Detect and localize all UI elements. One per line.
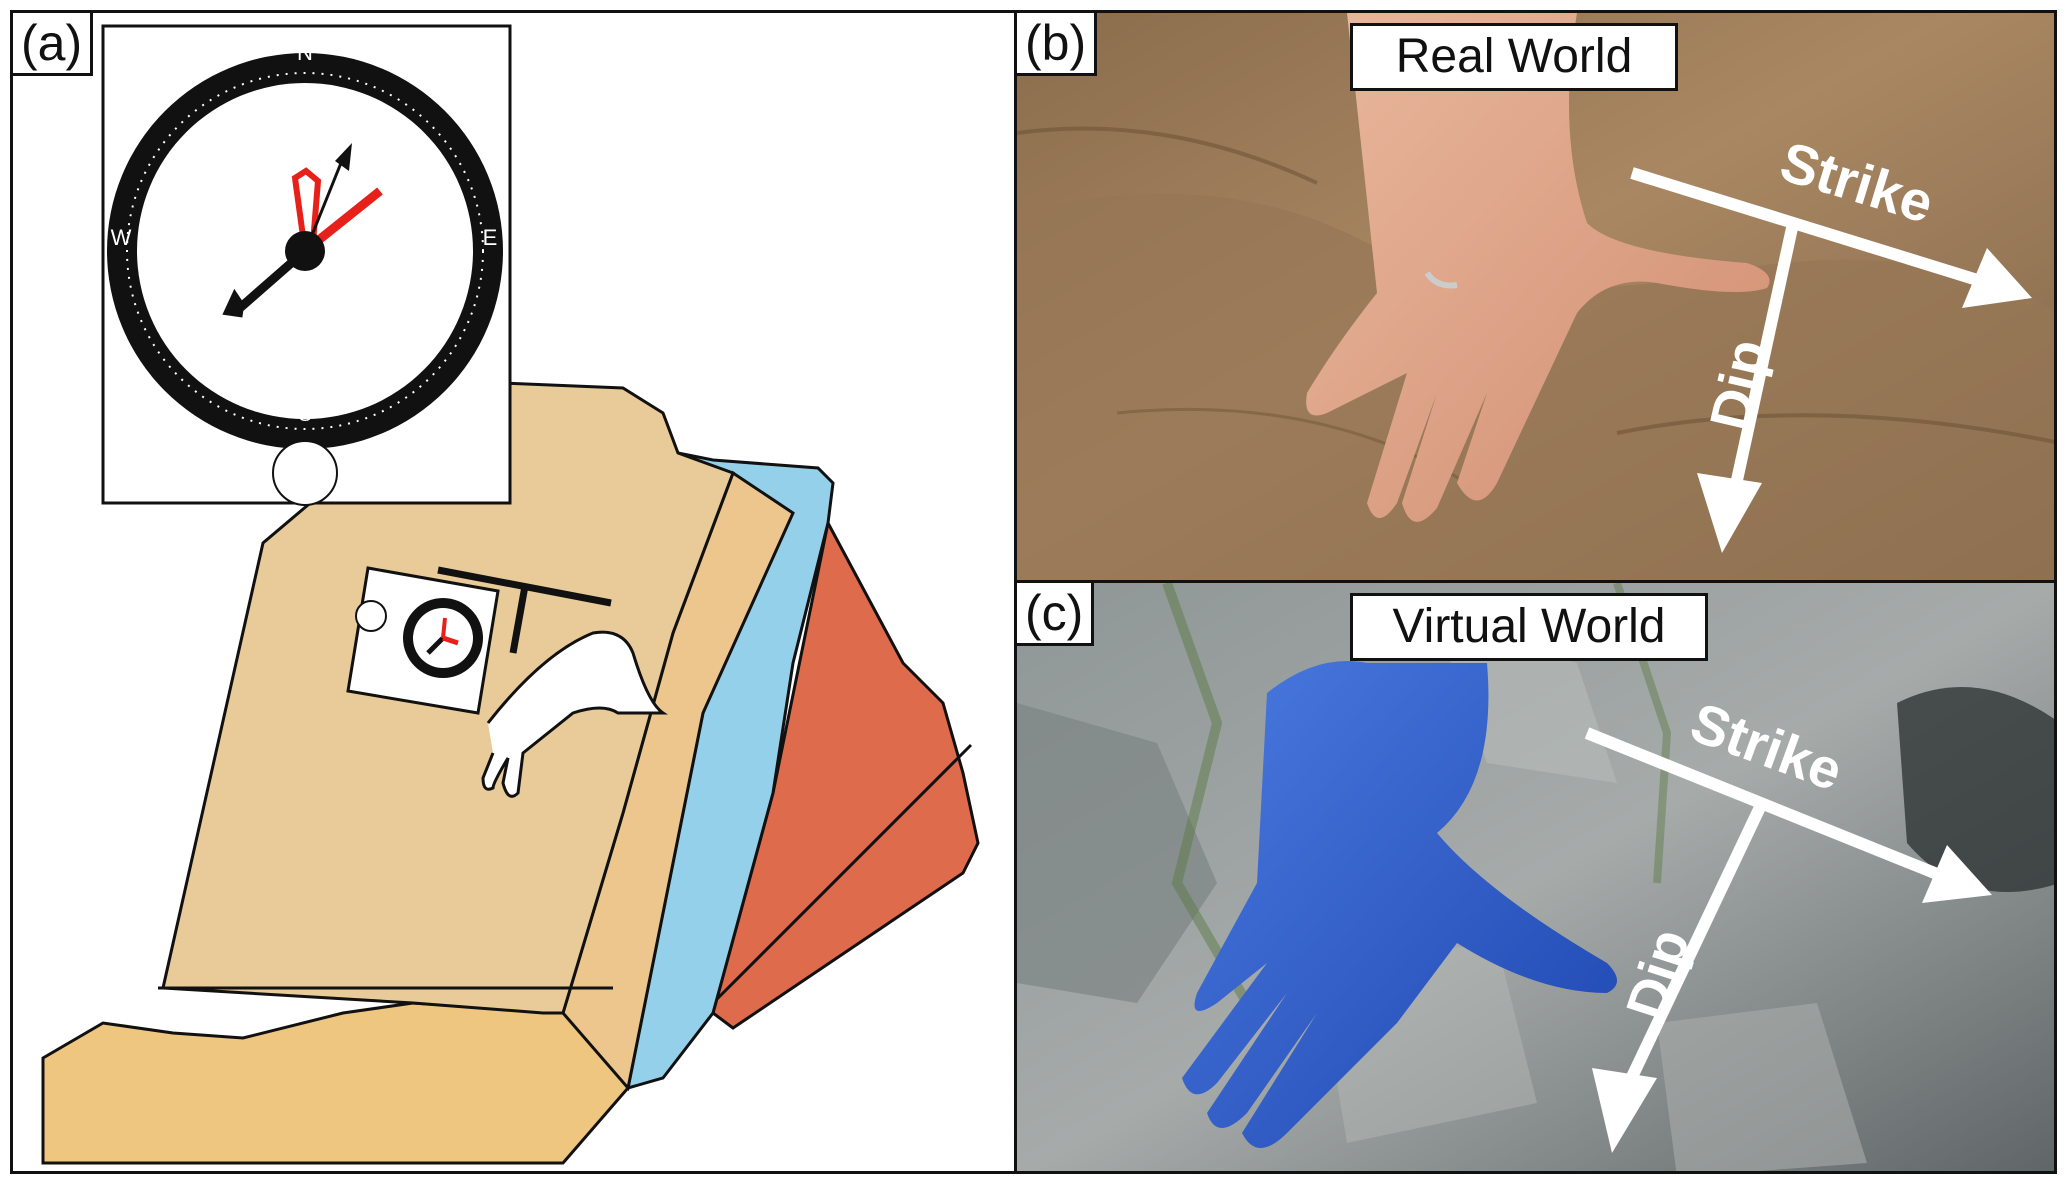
arrow-icon xyxy=(335,143,352,171)
sandstone-base-layer xyxy=(41,1001,630,1165)
compass-south-label: S xyxy=(298,404,311,426)
real-hand xyxy=(1306,13,1770,522)
panel-c-label: (c) xyxy=(1017,583,1095,646)
panel-a-label: (a) xyxy=(13,13,94,76)
panel-c-virtual-world-render: Strike Dip (c) Virtual World xyxy=(1014,580,2057,1174)
compass-west-label: W xyxy=(111,225,132,250)
white-hand-on-rock xyxy=(481,630,668,798)
panel-b-real-world-photo: Strike Dip (b) Real World xyxy=(1014,10,2057,583)
virtual-world-scene: Strike Dip xyxy=(1017,583,2054,1171)
red-needle xyxy=(291,167,322,252)
needle-pivot xyxy=(285,231,325,271)
virtual-hand xyxy=(1182,661,1617,1148)
strike-dip-symbol xyxy=(437,566,612,654)
compass-east-label: E xyxy=(483,225,498,250)
compass-sighting-hole xyxy=(272,440,338,506)
geology-block-diagram: N E S W xyxy=(41,24,980,1165)
black-needle xyxy=(222,247,308,318)
panel-c-caption: Virtual World xyxy=(1350,593,1708,661)
strike-arrow xyxy=(1630,167,2032,308)
dip-arrow xyxy=(1697,226,1798,553)
panel-a-geology-diagram: N E S W (a) xyxy=(10,10,1017,1174)
panel-b-caption: Real World xyxy=(1350,23,1678,91)
panel-b-label: (b) xyxy=(1017,13,1098,76)
compass-on-rock xyxy=(346,566,500,715)
dip-arrow xyxy=(1592,800,1768,1153)
real-world-scene: Strike Dip xyxy=(1017,13,2054,580)
compass-north-label: N xyxy=(297,40,313,65)
compass-inset: N E S W xyxy=(101,24,512,506)
